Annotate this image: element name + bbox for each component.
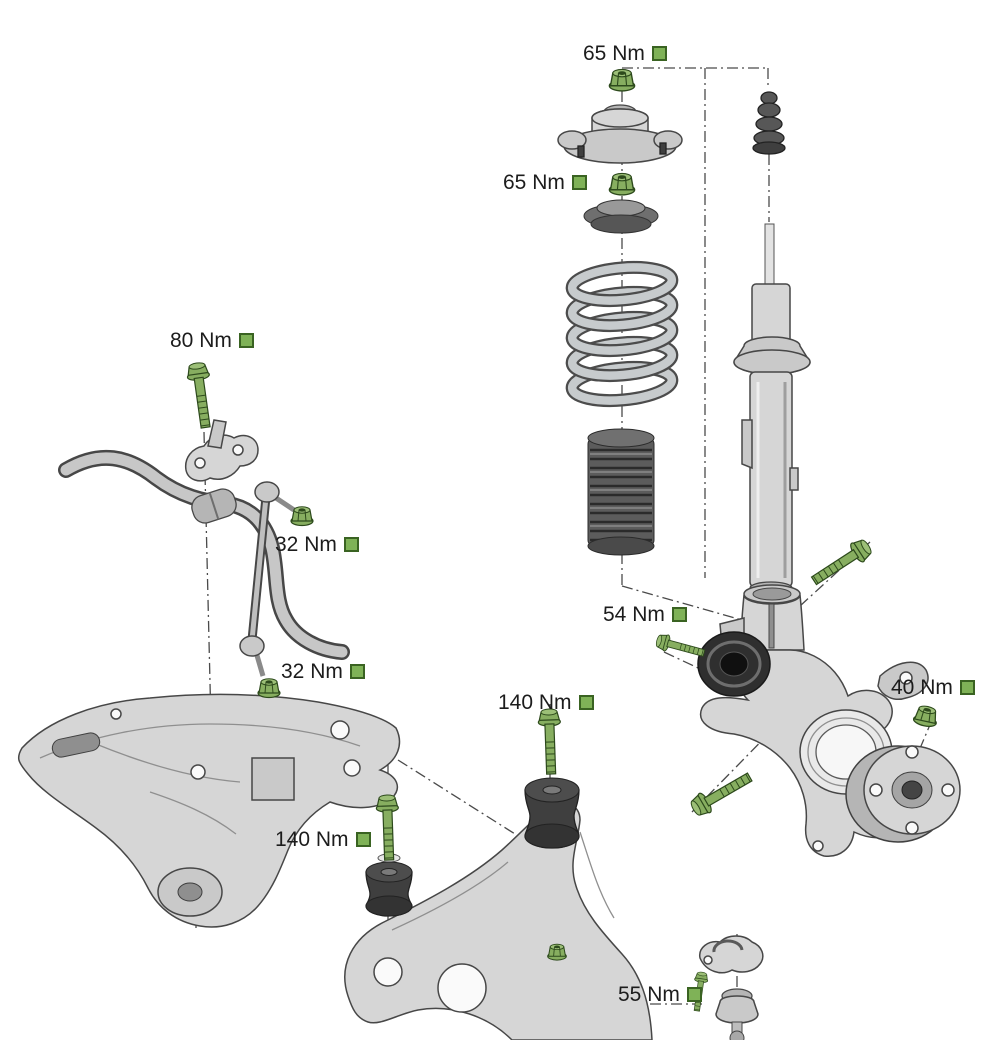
torque-marker-square (686, 987, 702, 1002)
stabilizer-bar (58, 449, 350, 660)
stabilizer-bushing (191, 488, 237, 524)
torque-label-balljoint-bolt: 55 Nm (618, 984, 702, 1005)
torque-value: 32 Nm (281, 660, 343, 683)
control-arm-rear-bushing (365, 853, 413, 917)
control-arm-front-bushing (524, 777, 580, 849)
torque-marker-square (343, 537, 359, 552)
stabilizer-link-lower-nut (257, 678, 281, 699)
torque-marker-square (571, 175, 587, 190)
torque-value: 140 Nm (498, 691, 572, 714)
torque-label-link-lower-nut: 32 Nm (281, 661, 365, 682)
torque-value: 32 Nm (275, 533, 337, 556)
subframe-slot (51, 732, 101, 758)
torque-label-pinch-bolt: 54 Nm (603, 604, 687, 625)
subframe-box-bracket (251, 757, 295, 801)
control-arm-lower-nut (547, 943, 567, 961)
torque-label-strut-top-nut: 65 Nm (583, 43, 667, 64)
ball-joint-housing (715, 995, 759, 1024)
control-arm-rear-bolt (375, 794, 401, 861)
spring-seat-bearing (583, 199, 659, 234)
torque-value: 65 Nm (503, 171, 565, 194)
stabilizer-link-upper-nut (290, 506, 314, 527)
wheel-bearing (697, 631, 771, 697)
torque-label-arm-front-bolt: 140 Nm (498, 692, 594, 713)
torque-marker-square (578, 695, 594, 710)
control-arm (344, 802, 653, 1040)
torque-marker-square (349, 664, 365, 679)
torque-marker-square (959, 680, 975, 695)
torque-marker-square (651, 46, 667, 61)
torque-value: 55 Nm (618, 983, 680, 1006)
bump-stop (752, 91, 786, 155)
link-upper-ball (254, 481, 280, 503)
torque-marker-square (671, 607, 687, 622)
torque-marker-square (355, 832, 371, 847)
torque-label-link-upper-nut: 32 Nm (275, 534, 359, 555)
subframe (17, 693, 401, 928)
torque-marker-square (238, 333, 254, 348)
link-lower-ball (239, 635, 265, 657)
control-arm-front-bolt (537, 708, 563, 775)
strut-top-mount (557, 104, 683, 164)
strut-top-mount-nut (608, 68, 636, 92)
torque-label-strut-bearing-nut: 65 Nm (503, 172, 587, 193)
dust-boot-bellows (587, 428, 655, 556)
torque-label-subframe-bolt: 80 Nm (170, 330, 254, 351)
strut-bearing-nut (608, 172, 636, 196)
torque-value: 54 Nm (603, 603, 665, 626)
knuckle-upper-clamp-bolt (807, 535, 876, 591)
ball-joint-assembly (699, 935, 764, 1040)
knuckle-lower-clamp-bolt (687, 766, 756, 820)
wheel-hub (845, 745, 961, 843)
strut-shock-absorber (733, 223, 811, 595)
torque-value: 65 Nm (583, 42, 645, 65)
torque-value: 40 Nm (891, 676, 953, 699)
hub-nut (911, 703, 940, 729)
stabilizer-link (239, 481, 296, 677)
torque-value: 140 Nm (275, 828, 349, 851)
coil-spring (565, 260, 679, 408)
subframe-bracket-bolt (185, 360, 218, 430)
torque-label-hub-nut: 40 Nm (891, 677, 975, 698)
torque-label-arm-rear-bolt: 140 Nm (275, 829, 371, 850)
stabilizer-bracket (184, 419, 259, 482)
torque-value: 80 Nm (170, 329, 232, 352)
